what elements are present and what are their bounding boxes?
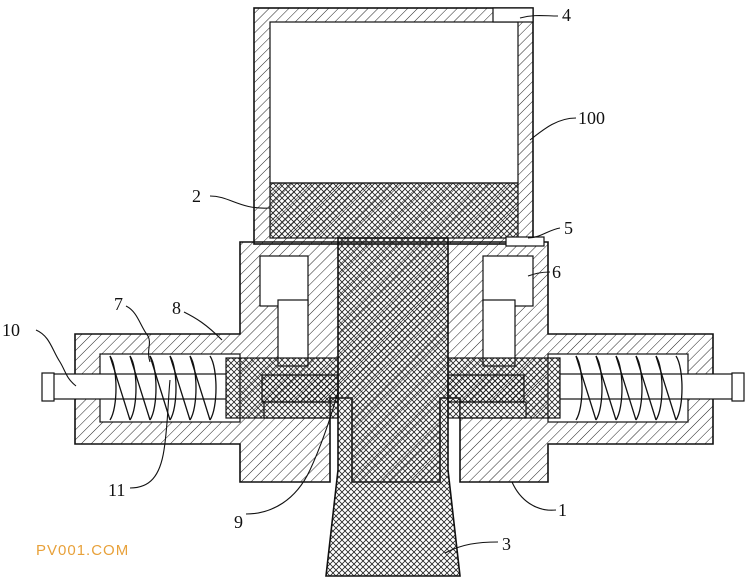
vent-hole xyxy=(492,7,534,23)
right-spring xyxy=(575,355,683,421)
valve-seat xyxy=(505,236,545,247)
label-3: 3 xyxy=(502,534,511,554)
label-10: 10 xyxy=(2,320,20,340)
label-100: 100 xyxy=(578,108,605,128)
leader-lines xyxy=(35,14,577,554)
upper-container xyxy=(253,7,534,245)
label-11: 11 xyxy=(108,480,125,500)
right-assembly xyxy=(447,353,745,423)
label-7: 7 xyxy=(114,294,123,314)
label-8: 8 xyxy=(172,298,181,318)
label-4: 4 xyxy=(562,5,571,25)
label-1: 1 xyxy=(558,500,567,520)
part-labels: 4 100 2 5 6 7 8 10 11 9 1 3 xyxy=(2,5,605,554)
left-spring xyxy=(109,355,217,421)
right-pin xyxy=(559,373,741,400)
watermark: PV001.COM xyxy=(36,542,130,559)
label-2: 2 xyxy=(192,186,201,206)
label-5: 5 xyxy=(564,218,573,238)
label-6: 6 xyxy=(552,262,561,282)
piston-head xyxy=(269,182,519,239)
label-9: 9 xyxy=(234,512,243,532)
left-assembly xyxy=(41,353,339,423)
central-rod xyxy=(325,237,461,577)
